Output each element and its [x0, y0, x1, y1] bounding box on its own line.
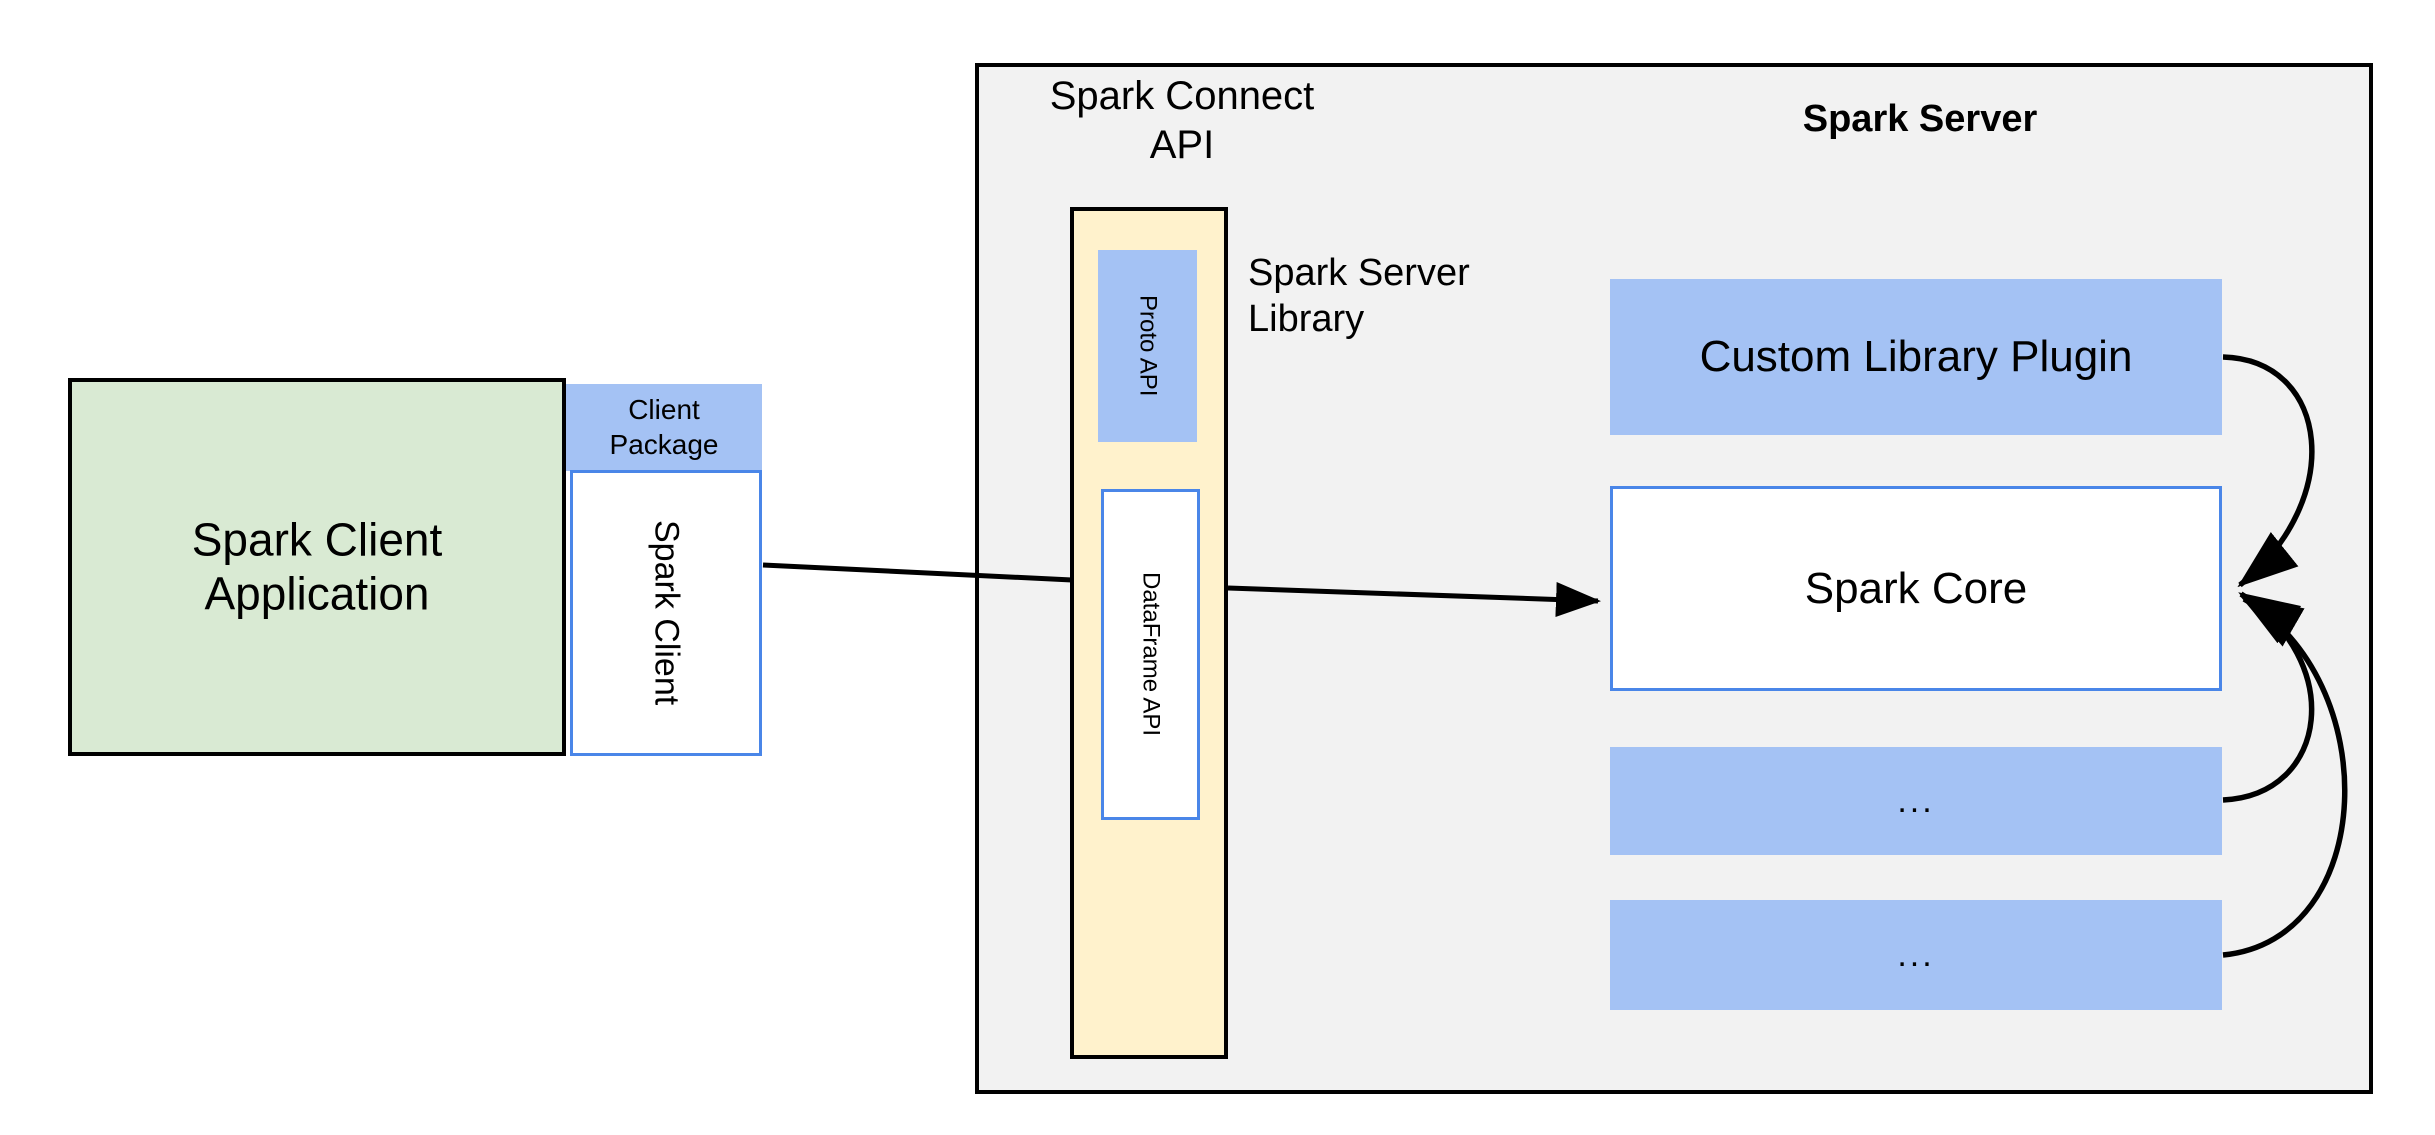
proto-api-box[interactable]: Proto API — [1098, 250, 1197, 442]
spark-server-library-label: Spark Server Library — [1248, 252, 1470, 341]
server-item-ellipsis-2-label: ... — [1897, 935, 1935, 974]
proto-api-label: Proto API — [1134, 295, 1162, 397]
server-item-ellipsis-1-label: ... — [1897, 781, 1935, 820]
spark-client-label: Spark Client — [647, 520, 686, 706]
server-item-ellipsis-1[interactable]: ... — [1610, 747, 2222, 855]
custom-library-plugin-box[interactable]: Custom Library Plugin — [1610, 279, 2222, 435]
spark-server-title: Spark Server — [1802, 98, 2038, 140]
dataframe-api-label: DataFrame API — [1137, 572, 1165, 737]
dataframe-api-box[interactable]: DataFrame API — [1101, 489, 1200, 820]
spark-client-box[interactable]: Spark Client — [570, 470, 762, 756]
spark-client-application-box[interactable]: Spark Client Application — [68, 378, 566, 756]
server-item-ellipsis-2[interactable]: ... — [1610, 900, 2222, 1010]
spark-connect-api-label: Spark Connect API — [1049, 74, 1315, 167]
custom-library-plugin-label: Custom Library Plugin — [1699, 332, 2133, 381]
client-package-box[interactable]: Client Package — [566, 384, 762, 471]
spark-client-application-label: Spark Client Application — [191, 513, 443, 620]
spark-core-box[interactable]: Spark Core — [1610, 486, 2222, 691]
spark-core-label: Spark Core — [1804, 563, 2028, 613]
client-package-label: Client Package — [609, 394, 719, 460]
